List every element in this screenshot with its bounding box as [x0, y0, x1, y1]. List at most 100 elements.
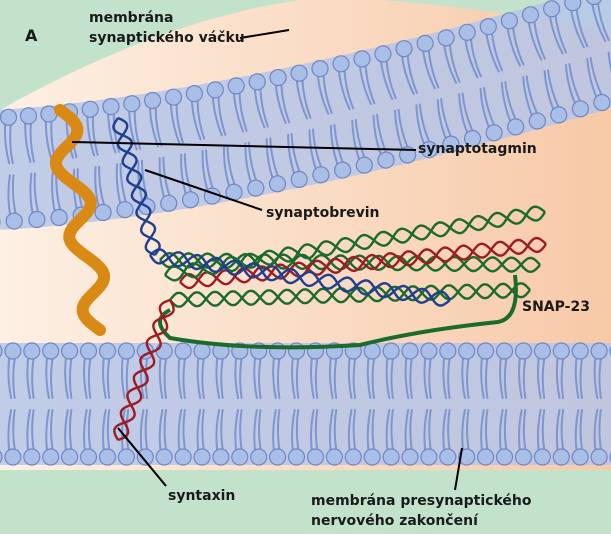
presynaptic-lipid-head	[118, 343, 134, 359]
label-vesicle-membrane-line2: synaptického váčku	[89, 28, 245, 48]
presynaptic-lipid-head	[5, 449, 21, 465]
presynaptic-lipid-head	[24, 343, 40, 359]
presynaptic-lipid-head	[421, 449, 437, 465]
presynaptic-lipid-head	[156, 343, 172, 359]
presynaptic-lipid-head	[43, 343, 59, 359]
vesicle-lipid-head	[6, 213, 22, 229]
presynaptic-lipid-head	[62, 449, 78, 465]
presynaptic-lipid-head	[175, 449, 191, 465]
vesicle-lipid-head	[249, 74, 265, 90]
presynaptic-lipid-head	[118, 449, 134, 465]
vesicle-lipid-head	[291, 171, 307, 187]
vesicle-lipid-head	[312, 61, 328, 77]
presynaptic-lipid-head	[364, 449, 380, 465]
presynaptic-lipid-head	[251, 449, 267, 465]
presynaptic-lipid-head	[459, 343, 475, 359]
presynaptic-lipid-head	[534, 449, 550, 465]
vesicle-lipid-head	[95, 205, 111, 221]
vesicle-lipid-head	[378, 152, 394, 168]
presynaptic-lipid-head	[497, 449, 513, 465]
vesicle-lipid-head	[313, 167, 329, 183]
vesicle-lipid-head	[544, 1, 560, 17]
presynaptic-lipid-head	[24, 449, 40, 465]
vesicle-lipid-head	[501, 13, 517, 29]
presynaptic-lipid-head	[421, 343, 437, 359]
presynaptic-lipid-head	[81, 449, 97, 465]
presynaptic-lipid-head	[572, 449, 588, 465]
presynaptic-lipid-head	[289, 449, 305, 465]
vesicle-lipid-head	[459, 24, 475, 40]
label-snap23: SNAP-23	[522, 297, 590, 317]
presynaptic-lipid-head	[553, 449, 569, 465]
presynaptic-lipid-head	[270, 449, 286, 465]
presynaptic-lipid-head	[478, 343, 494, 359]
presynaptic-lipid-head	[516, 449, 532, 465]
vesicle-lipid-head	[417, 35, 433, 51]
vesicle-lipid-head	[21, 108, 37, 124]
presynaptic-lipid-head	[572, 343, 588, 359]
presynaptic-lipid-head	[591, 449, 607, 465]
label-synaptobrevin: synaptobrevin	[266, 203, 380, 223]
vesicle-lipid-head	[396, 41, 412, 57]
vesicle-lipid-head	[335, 162, 351, 178]
label-syntaxin: syntaxin	[168, 486, 235, 506]
presynaptic-lipid-head	[402, 343, 418, 359]
vesicle-lipid-head	[166, 89, 182, 105]
label-presynaptic-line1: membrána presynaptického	[311, 491, 531, 511]
presynaptic-lipid-head	[402, 449, 418, 465]
presynaptic-lipid-head	[383, 343, 399, 359]
vesicle-lipid-head	[356, 157, 372, 173]
presynaptic-lipid-head	[440, 343, 456, 359]
vesicle-lipid-head	[29, 212, 45, 228]
vesicle-lipid-head	[82, 101, 98, 117]
presynaptic-lipid-head	[553, 343, 569, 359]
panel-letter: A	[25, 26, 37, 46]
vesicle-lipid-head	[117, 202, 133, 218]
vesicle-lipid-head	[1, 109, 17, 125]
vesicle-lipid-head	[161, 195, 177, 211]
label-synaptotagmin: synaptotagmin	[418, 139, 537, 159]
vesicle-lipid-head	[207, 82, 223, 98]
vesicle-lipid-head	[103, 99, 119, 115]
presynaptic-lipid-head	[383, 449, 399, 465]
vesicle-lipid-head	[572, 101, 588, 117]
presynaptic-lipid-head	[100, 343, 116, 359]
vesicle-lipid-head	[51, 210, 67, 226]
vesicle-lipid-head	[438, 30, 454, 46]
label-vesicle-membrane-line1: membrána	[89, 8, 245, 28]
vesicle-lipid-head	[523, 7, 539, 23]
presynaptic-lipid-head	[156, 449, 172, 465]
vesicle-lipid-head	[333, 56, 349, 72]
vesicle-lipid-head	[508, 119, 524, 135]
presynaptic-lipid-head	[100, 449, 116, 465]
vesicle-lipid-head	[594, 95, 610, 111]
vesicle-lipid-head	[565, 0, 581, 11]
presynaptic-lipid-head	[175, 343, 191, 359]
vesicle-lipid-head	[480, 19, 496, 35]
vesicle-lipid-head	[145, 93, 161, 109]
vesicle-lipid-head	[529, 113, 545, 129]
presynaptic-lipid-head	[345, 449, 361, 465]
label-presynaptic-membrane: membrána presynaptického nervového zakon…	[311, 491, 531, 531]
presynaptic-lipid-head	[5, 343, 21, 359]
presynaptic-lipid-head	[232, 449, 248, 465]
presynaptic-lipid-head	[194, 449, 210, 465]
vesicle-lipid-head	[228, 78, 244, 94]
vesicle-lipid-head	[354, 51, 370, 67]
vesicle-lipid-head	[375, 46, 391, 62]
vesicle-lipid-head	[270, 176, 286, 192]
vesicle-lipid-head	[124, 96, 140, 112]
vesicle-lipid-head	[183, 192, 199, 208]
presynaptic-lipid-head	[497, 343, 513, 359]
presynaptic-lipid-head	[534, 343, 550, 359]
presynaptic-lipid-head	[81, 343, 97, 359]
vesicle-lipid-head	[248, 180, 264, 196]
presynaptic-lipid-head	[62, 343, 78, 359]
vesicle-lipid-head	[551, 107, 567, 123]
presynaptic-lipid-head	[516, 343, 532, 359]
presynaptic-lipid-head	[194, 343, 210, 359]
vesicle-lipid-head	[186, 86, 202, 102]
presynaptic-lipid-head	[478, 449, 494, 465]
